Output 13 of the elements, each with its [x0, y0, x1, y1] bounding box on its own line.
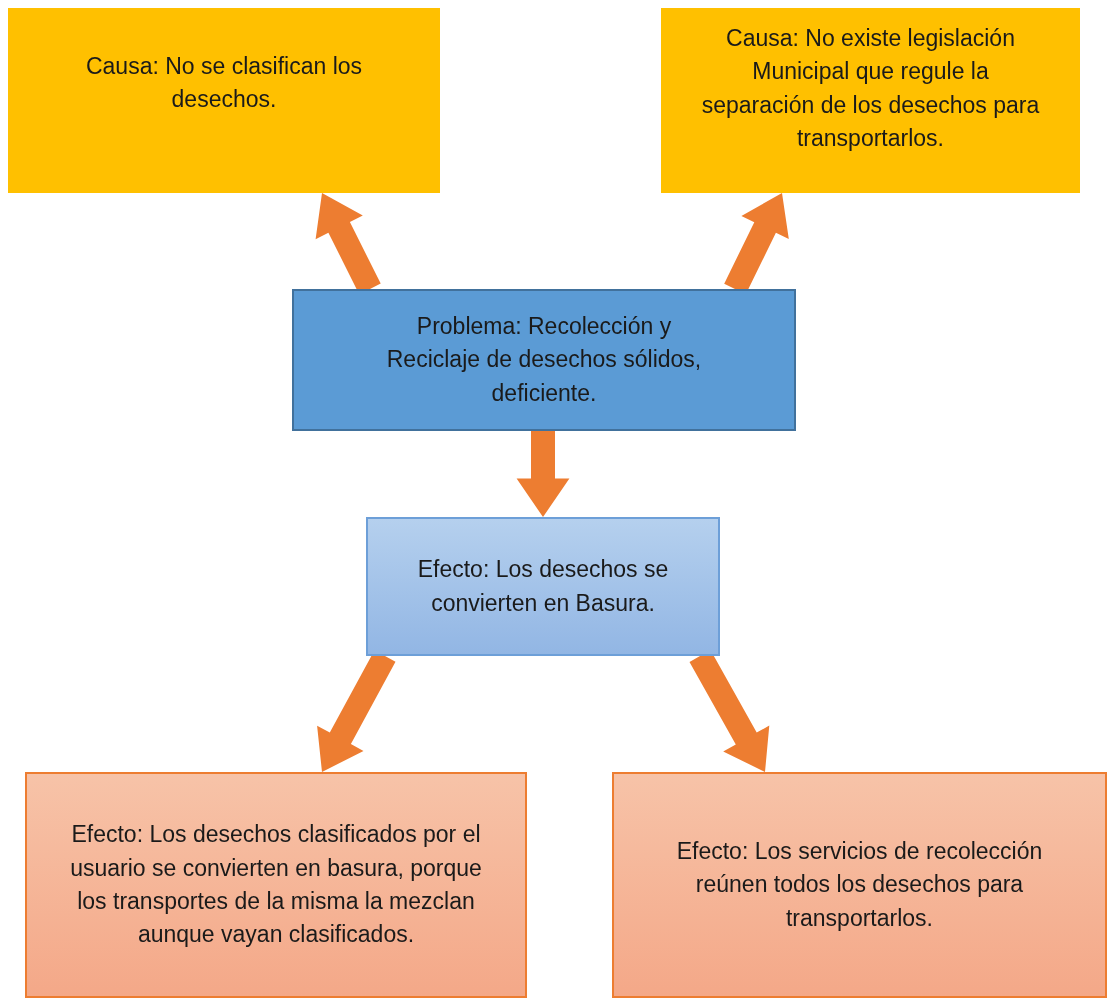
box-text: Efecto: Los servicios de recolección reúnen todos los desechos para transportarlos. [675, 837, 1044, 933]
text-box [25, 772, 527, 998]
text-box [292, 289, 796, 431]
block-arrow [516, 431, 570, 517]
box-text: Problema: Recolección y Reciclaje de desechos sólidos, deficiente. [385, 312, 703, 408]
box-text: Causa: No se clasifican los desechos. [84, 52, 364, 115]
text-box [8, 8, 440, 193]
text-box [366, 517, 720, 656]
box-text: Efecto: Los desechos se convierten en Basura. [416, 555, 670, 618]
text-box [661, 8, 1080, 193]
box-text: Causa: No existe legislación Municipal que regule la separación de los desechos para transportarlos. [700, 24, 1041, 154]
box-text: Efecto: Los desechos clasificados por el usuario se convierten en basura, porque los transportes de la misma la mezclan aunque vayan clasificados. [69, 820, 483, 950]
text-box [612, 772, 1107, 998]
